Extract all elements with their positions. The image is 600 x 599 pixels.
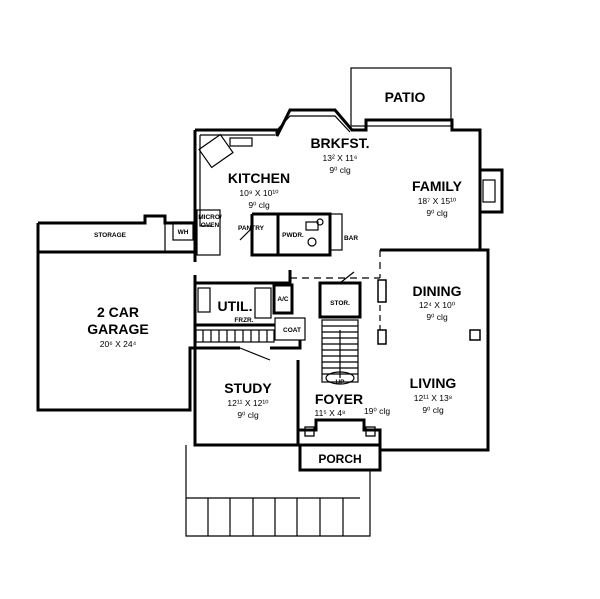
- living-clg: 9⁰ clg: [422, 405, 444, 415]
- foyer-label: FOYER: [315, 391, 363, 407]
- brkfst-label: BRKFST.: [310, 135, 369, 151]
- brkfst-clg: 9⁰ clg: [329, 165, 351, 175]
- foyer-clg: 19⁰ clg: [364, 406, 390, 416]
- family-size: 18⁷ X 15¹⁰: [418, 196, 457, 206]
- staircase: [321, 319, 359, 385]
- living-label: LIVING: [410, 375, 457, 391]
- dining-label: DINING: [413, 283, 462, 299]
- garage-size: 20⁶ X 24⁴: [100, 339, 137, 349]
- brkfst-size: 13² X 11⁶: [322, 153, 357, 163]
- interior-walls: [193, 133, 488, 437]
- stor-label: STOR.: [330, 300, 350, 307]
- kitchen-label: KITCHEN: [228, 170, 290, 186]
- pwdr-label: PWDR.: [282, 232, 304, 239]
- wh-label: WH: [178, 229, 189, 236]
- pantry-label: PANTRY: [238, 225, 265, 232]
- family-label: FAMILY: [412, 178, 463, 194]
- living-size: 12¹¹ X 13⁸: [414, 393, 453, 403]
- ac-label: A/C: [277, 296, 289, 303]
- garage-label-line1: 2 CAR: [97, 304, 139, 320]
- family-clg: 9⁰ clg: [426, 208, 448, 218]
- study-clg: 9⁰ clg: [237, 410, 259, 420]
- study-label: STUDY: [224, 380, 272, 396]
- kitchen-clg: 9⁰ clg: [248, 200, 270, 210]
- micro-label-line1: MICRO/: [198, 214, 222, 221]
- frzr-label: FRZR.: [234, 317, 253, 324]
- porch-and-walk: [185, 443, 382, 537]
- dining-size: 12⁴ X 10⁰: [419, 300, 456, 310]
- study-size: 12¹¹ X 12¹⁰: [227, 398, 269, 408]
- patio-label: PATIO: [385, 89, 426, 105]
- porch-label: PORCH: [318, 452, 361, 466]
- foyer-size: 11⁵ X 4⁸: [314, 408, 345, 418]
- bar-label: BAR: [344, 235, 358, 242]
- patio-slab: [350, 67, 452, 127]
- storage-label: STORAGE: [94, 232, 127, 239]
- util-counter: [195, 329, 275, 343]
- util-label: UTIL.: [218, 298, 253, 314]
- garage-walls: [36, 214, 197, 412]
- garage-label-line2: GARAGE: [87, 321, 148, 337]
- powder-room-fixtures: [305, 218, 324, 247]
- coat-label: COAT: [283, 327, 301, 334]
- micro-label-line2: OVEN: [201, 222, 220, 229]
- kitchen-size: 10⁹ X 10¹⁰: [239, 188, 279, 198]
- up-label: UP: [335, 379, 345, 386]
- dining-clg: 9⁰ clg: [426, 312, 448, 322]
